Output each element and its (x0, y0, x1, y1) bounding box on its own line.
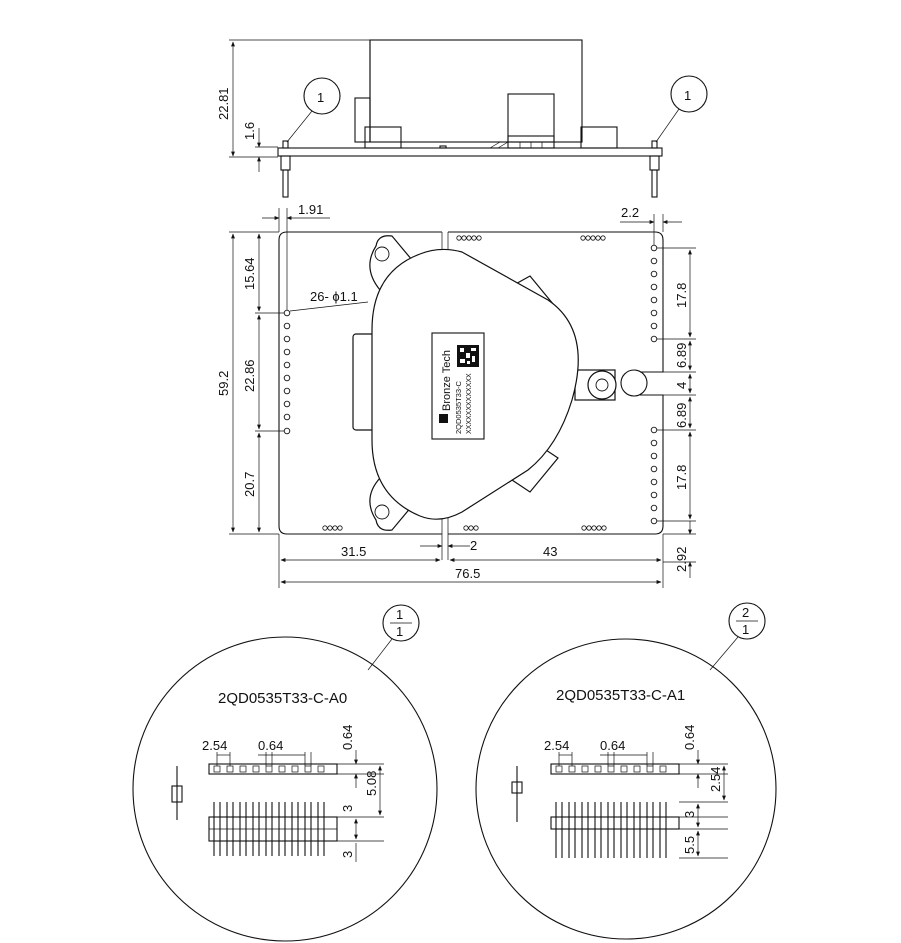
detail-a0-title: 2QD0535T33-C-A0 (218, 690, 347, 707)
dim-17-8-bottom: 17.8 (674, 465, 689, 490)
label-brand: Bronze Tech (441, 350, 453, 411)
a0-dim-pitch: 2.54 (202, 738, 227, 753)
dim-2-2: 2.2 (621, 205, 639, 220)
a1-dim-pin-v: 0.64 (682, 725, 697, 750)
a0-dim-upper: 3 (340, 805, 355, 812)
side-view: 22.81 1.6 1 (216, 39, 708, 198)
dim-76-5: 76.5 (455, 566, 480, 581)
detail-a1-title: 2QD0535T33-C-A1 (556, 687, 685, 704)
plan-view: Bronze Tech 2QD0535T33-C XXXXXXXXXXXXX (216, 202, 696, 588)
dim-31-5: 31.5 (341, 544, 366, 559)
dim-22-86: 22.86 (242, 359, 257, 392)
a0-dim-pin-v: 0.64 (340, 725, 355, 750)
callout-a0-num: 1 (396, 607, 403, 622)
qr-code-icon (457, 345, 479, 367)
label-serial: XXXXXXXXXXXXX (466, 373, 473, 434)
label-model: 2QD0535T33-C (454, 380, 463, 434)
detail-a0: 1 1 2QD0535T33-C-A0 2.54 0.64 (132, 604, 438, 942)
callout-right: 1 (684, 88, 691, 103)
hole-note: 26- ϕ1.1 (310, 289, 358, 304)
a1-dim-upper: 3 (682, 811, 697, 818)
dim-22-81: 22.81 (216, 87, 231, 120)
detail-a1: 2 1 2QD0535T33-C-A1 2.54 0.64 (475, 602, 777, 940)
dim-1-91: 1.91 (298, 202, 323, 217)
a1-dim-lower: 5.5 (682, 836, 697, 854)
dim-17-8-top: 17.8 (674, 283, 689, 308)
dim-6-89-top: 6.89 (674, 343, 689, 368)
callout-a1-den: 1 (742, 622, 749, 637)
a1-dim-pitch: 2.54 (544, 738, 569, 753)
dim-4: 4 (674, 382, 689, 389)
a0-dim-total: 5.08 (364, 771, 379, 796)
a0-dim-lower: 3 (340, 851, 355, 858)
dim-59-2: 59.2 (216, 371, 231, 396)
dim-6-89-bottom: 6.89 (674, 403, 689, 428)
dim-15-64: 15.64 (242, 257, 257, 290)
callout-a0-den: 1 (396, 624, 403, 639)
dim-20-7: 20.7 (242, 472, 257, 497)
callout-a1-num: 2 (742, 605, 749, 620)
dim-2: 2 (470, 538, 477, 553)
dim-43: 43 (543, 544, 557, 559)
dim-1-6: 1.6 (242, 122, 257, 140)
callout-left: 1 (317, 90, 324, 105)
a1-dim-pin: 0.64 (600, 738, 625, 753)
a1-dim-total: 2.54 (708, 767, 723, 792)
a0-dim-pin: 0.64 (258, 738, 283, 753)
dim-2-92: 2.92 (674, 547, 689, 572)
